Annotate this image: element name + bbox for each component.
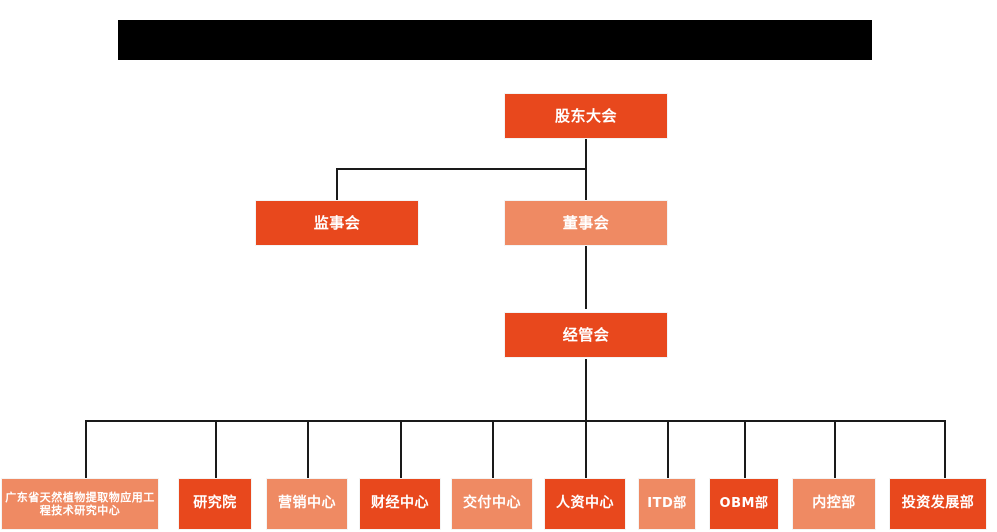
node-management-committee[interactable]: 经管会 [504, 312, 668, 358]
node-supervisory-board[interactable]: 监事会 [255, 200, 419, 246]
node-label: 财经中心 [371, 495, 429, 512]
node-dept-marketing-center[interactable]: 营销中心 [266, 478, 348, 530]
connector-drop-dept-2 [215, 420, 217, 478]
connector-drop-dept-3 [307, 420, 309, 478]
node-dept-obm[interactable]: OBM部 [709, 478, 779, 530]
connector-drop-dept-6 [585, 420, 587, 478]
connector-drop-dept-8 [744, 420, 746, 478]
node-shareholders-meeting[interactable]: 股东大会 [504, 93, 668, 139]
connector-board-to-management [585, 241, 587, 309]
node-label: 营销中心 [278, 495, 336, 512]
node-label: 研究院 [193, 495, 237, 512]
node-label: 经管会 [562, 325, 610, 344]
node-label: 监事会 [313, 213, 361, 232]
redacted-title-bar [118, 20, 872, 60]
connector-management-stem [585, 359, 587, 421]
node-dept-finance-center[interactable]: 财经中心 [359, 478, 441, 530]
connector-drop-dept-10 [944, 420, 946, 478]
node-label: 投资发展部 [901, 495, 975, 512]
connector-shareholders-stem [585, 139, 587, 209]
node-label: ITD部 [647, 496, 687, 512]
node-label: 交付中心 [463, 495, 521, 512]
node-dept-delivery-center[interactable]: 交付中心 [451, 478, 533, 530]
node-dept-research-institute[interactable]: 研究院 [178, 478, 252, 530]
node-dept-internal-control[interactable]: 内控部 [792, 478, 876, 530]
node-label: 广东省天然植物提取物应用工程技术研究中心 [5, 490, 155, 517]
node-label: 内控部 [812, 495, 856, 512]
node-label: 董事会 [562, 213, 610, 232]
connector-departments-bus [85, 420, 945, 422]
node-dept-investment-development[interactable]: 投资发展部 [889, 478, 987, 530]
node-label: OBM部 [719, 496, 769, 512]
node-label: 人资中心 [556, 495, 614, 512]
connector-drop-dept-5 [492, 420, 494, 478]
node-label: 股东大会 [554, 106, 617, 125]
node-dept-natural-plant-extract-center[interactable]: 广东省天然植物提取物应用工程技术研究中心 [1, 478, 159, 530]
connector-supervisory-drop [336, 168, 338, 210]
node-dept-itd[interactable]: ITD部 [638, 478, 696, 530]
connector-drop-dept-9 [834, 420, 836, 478]
connector-drop-dept-1 [85, 420, 87, 478]
connector-drop-dept-4 [400, 420, 402, 478]
node-dept-hr-center[interactable]: 人资中心 [544, 478, 626, 530]
connector-drop-dept-7 [667, 420, 669, 478]
connector-level2-bus [336, 168, 587, 170]
node-board-of-directors[interactable]: 董事会 [504, 200, 668, 246]
